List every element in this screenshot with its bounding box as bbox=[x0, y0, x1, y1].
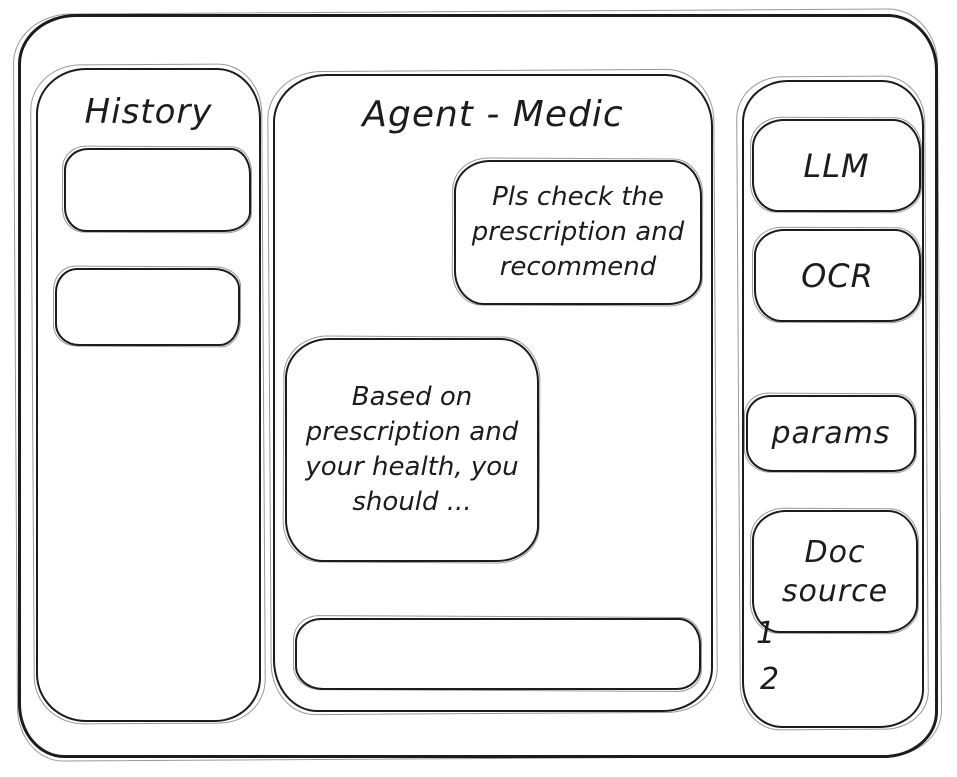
assistant-message-text: Based on prescription and your health, y… bbox=[305, 381, 519, 518]
ocr-button-label: OCR bbox=[801, 256, 874, 295]
history-sidebar: History bbox=[36, 68, 261, 722]
params-button[interactable]: params bbox=[746, 395, 916, 472]
user-message-bubble: Pls check the prescription and recommend bbox=[454, 160, 702, 305]
history-item[interactable] bbox=[64, 148, 251, 232]
chat-title: Agent - Medic bbox=[362, 94, 624, 135]
history-title: History bbox=[84, 92, 213, 132]
user-message-text: Pls check the prescription and recommend bbox=[471, 181, 685, 283]
doc-source-item-1[interactable]: 1 bbox=[756, 616, 776, 651]
chat-input[interactable] bbox=[295, 618, 701, 690]
assistant-message-bubble: Based on prescription and your health, y… bbox=[285, 338, 539, 562]
tools-sidebar: LLM OCR params Doc source 1 2 bbox=[742, 80, 924, 728]
llm-button-label: LLM bbox=[803, 146, 870, 185]
params-button-label: params bbox=[771, 416, 891, 451]
doc-source-button[interactable]: Doc source bbox=[752, 510, 918, 633]
llm-button[interactable]: LLM bbox=[752, 119, 921, 212]
history-item[interactable] bbox=[55, 268, 240, 346]
doc-source-item-2[interactable]: 2 bbox=[760, 662, 780, 697]
ocr-button[interactable]: OCR bbox=[754, 229, 921, 322]
doc-source-button-label: Doc source bbox=[781, 534, 889, 609]
chat-panel: Agent - Medic Pls check the prescription… bbox=[273, 74, 713, 712]
